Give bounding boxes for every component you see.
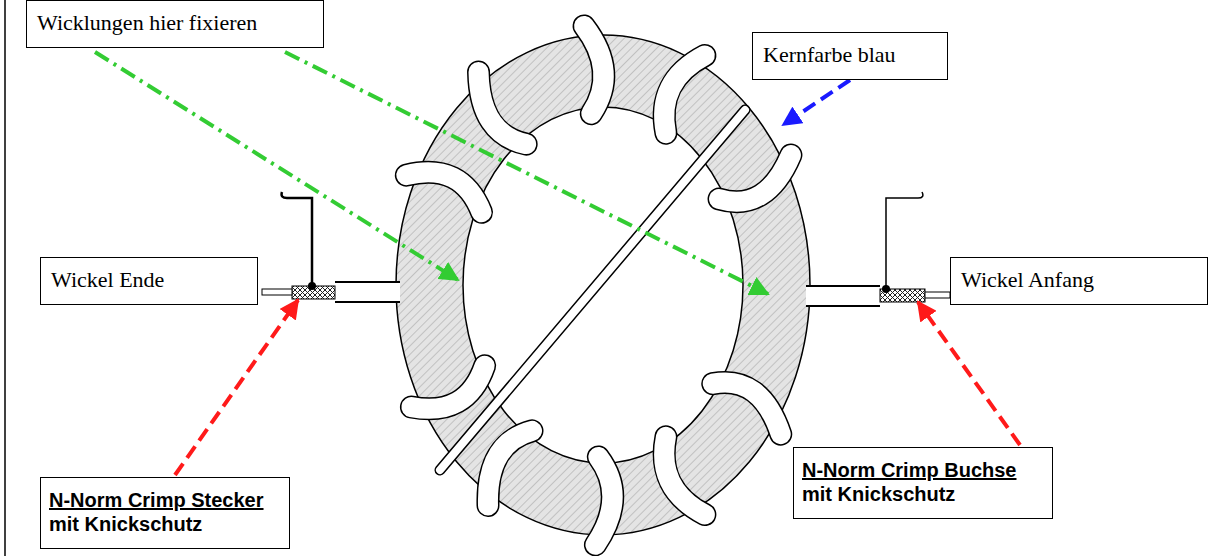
- ground-wire: [886, 192, 923, 289]
- callout-box: N-Norm Crimp Steckermit Knickschutz: [40, 477, 290, 549]
- callout-box: N-Norm Crimp Buchsemit Knickschutz: [793, 447, 1053, 519]
- leader-arrow: [95, 52, 458, 280]
- leader-arrow: [285, 52, 768, 294]
- callout-text: N-Norm Crimp Stecker: [49, 488, 281, 512]
- callout-box: Wicklungen hier fixieren: [26, 0, 324, 48]
- callout-box: Wickel Anfang: [950, 257, 1208, 305]
- callout-text: N-Norm Crimp Buchse: [802, 458, 1044, 482]
- inner-conductor: [925, 292, 950, 298]
- callout-text: Wicklungen hier fixieren: [37, 10, 313, 36]
- callout-text: Wickel Ende: [51, 267, 247, 293]
- callout-text: Wickel Anfang: [961, 267, 1197, 293]
- callout-text: mit Knickschutz: [49, 512, 281, 536]
- leader-arrow: [918, 302, 1020, 445]
- coax-windings: [406, 26, 791, 545]
- inner-conductor: [262, 289, 292, 295]
- ground-wire: [282, 192, 312, 287]
- callout-text: mit Knickschutz: [802, 482, 1044, 506]
- leader-arrow: [175, 300, 298, 475]
- callout-text: Kernfarbe blau: [763, 42, 937, 68]
- leader-arrow: [783, 80, 850, 125]
- frame-line: [4, 0, 6, 556]
- callout-box: Wickel Ende: [40, 257, 258, 305]
- callout-box: Kernfarbe blau: [752, 32, 948, 80]
